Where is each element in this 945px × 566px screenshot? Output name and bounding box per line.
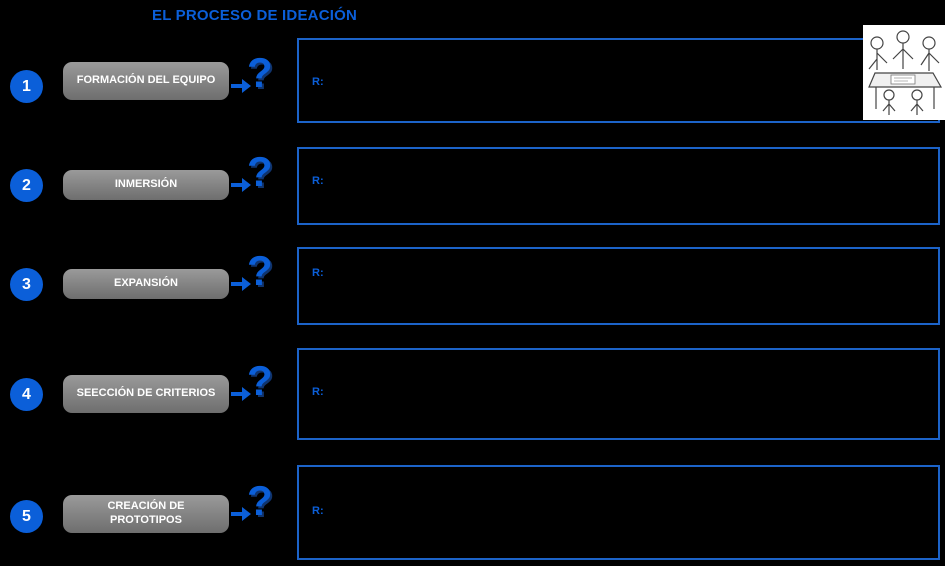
step-number: 3 xyxy=(22,275,31,293)
step-label: CREACIÓN DE PROTOTIPOS xyxy=(107,500,185,526)
page-title: EL PROCESO DE IDEACIÓN xyxy=(152,7,357,24)
step-4-number-badge: 4 xyxy=(10,378,43,411)
step-number: 1 xyxy=(22,77,31,95)
step-number: 2 xyxy=(22,176,31,194)
step-5-number-badge: 5 xyxy=(10,500,43,533)
question-mark-icon: ? xyxy=(247,247,273,294)
step-label: FORMACIÓN DEL EQUIPO xyxy=(76,74,216,87)
question-mark-icon: ? xyxy=(247,477,273,524)
step-label: EXPANSIÓN xyxy=(114,277,178,290)
arrow-right-icon xyxy=(231,79,251,93)
step-label: INMERSIÓN xyxy=(114,178,178,191)
step-label: SEECCIÓN DE CRITERIOS xyxy=(76,387,216,400)
answer-label: R: xyxy=(312,76,324,88)
step-4-label-box: SEECCIÓN DE CRITERIOS xyxy=(63,375,229,413)
answer-label: R: xyxy=(312,175,324,187)
step-2-label-box: INMERSIÓN xyxy=(63,170,229,200)
step-1-label-box: FORMACIÓN DEL EQUIPO xyxy=(63,62,229,100)
answer-label: R: xyxy=(312,386,324,398)
step-2-number-badge: 2 xyxy=(10,169,43,202)
step-3-number-badge: 3 xyxy=(10,268,43,301)
step-5-label-box: CREACIÓN DE PROTOTIPOS xyxy=(63,495,229,533)
step-3-label-box: EXPANSIÓN xyxy=(63,269,229,299)
arrow-right-icon xyxy=(231,277,251,291)
step-number: 5 xyxy=(22,507,31,525)
answer-box-4[interactable]: R: xyxy=(297,348,940,440)
answer-box-2[interactable]: R: xyxy=(297,147,940,225)
question-mark-icon: ? xyxy=(247,49,273,96)
step-1-number-badge: 1 xyxy=(10,70,43,103)
arrow-right-icon xyxy=(231,387,251,401)
answer-box-3[interactable]: R: xyxy=(297,247,940,325)
step-number: 4 xyxy=(22,385,31,403)
people-around-table-clipart-image xyxy=(863,25,945,120)
question-mark-icon: ? xyxy=(247,148,273,195)
answer-label: R: xyxy=(312,267,324,279)
arrow-right-icon xyxy=(231,178,251,192)
answer-label: R: xyxy=(312,505,324,517)
answer-box-1[interactable]: R: xyxy=(297,38,940,123)
arrow-right-icon xyxy=(231,507,251,521)
answer-box-5[interactable]: R: xyxy=(297,465,940,560)
question-mark-icon: ? xyxy=(247,357,273,404)
